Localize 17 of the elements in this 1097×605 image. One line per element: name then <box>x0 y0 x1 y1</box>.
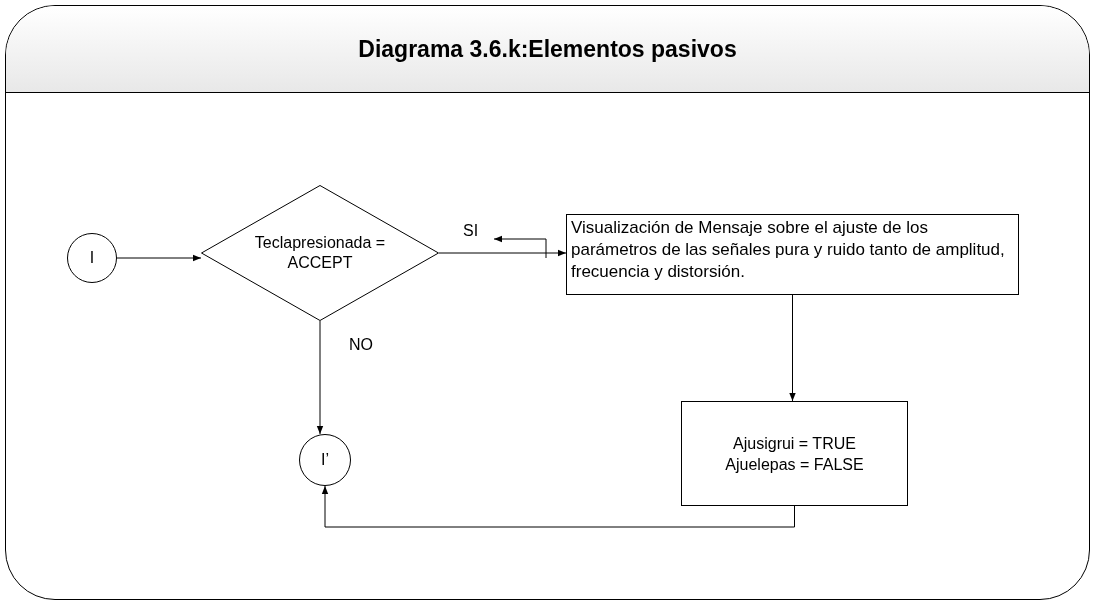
diagram-frame <box>5 5 1090 600</box>
arrow <box>116 254 202 262</box>
arrow <box>321 485 795 528</box>
arrow <box>438 249 567 257</box>
process-text: Ajuelepas = FALSE <box>725 454 864 475</box>
process-text: Ajusigrui = TRUE <box>733 433 856 454</box>
edge-label: NO <box>347 337 375 353</box>
process-box <box>566 214 1019 295</box>
arrow <box>316 320 324 435</box>
node-label: Diagrama 3.6.k:Elementos pasivos <box>358 34 737 64</box>
arrow <box>789 294 796 402</box>
process-box <box>681 401 908 506</box>
decision-diamond <box>201 185 439 321</box>
circle-label: I <box>89 248 95 268</box>
circle-label: I’ <box>321 450 329 470</box>
process-text: Visualización de Mensaje sobre el ajuste de los parámetros de las señales pura y ruido tanto de amplitud, frecuencia y distorsión. <box>571 217 1006 283</box>
decision-text: Teclapresionada = ACCEPT <box>253 233 387 273</box>
